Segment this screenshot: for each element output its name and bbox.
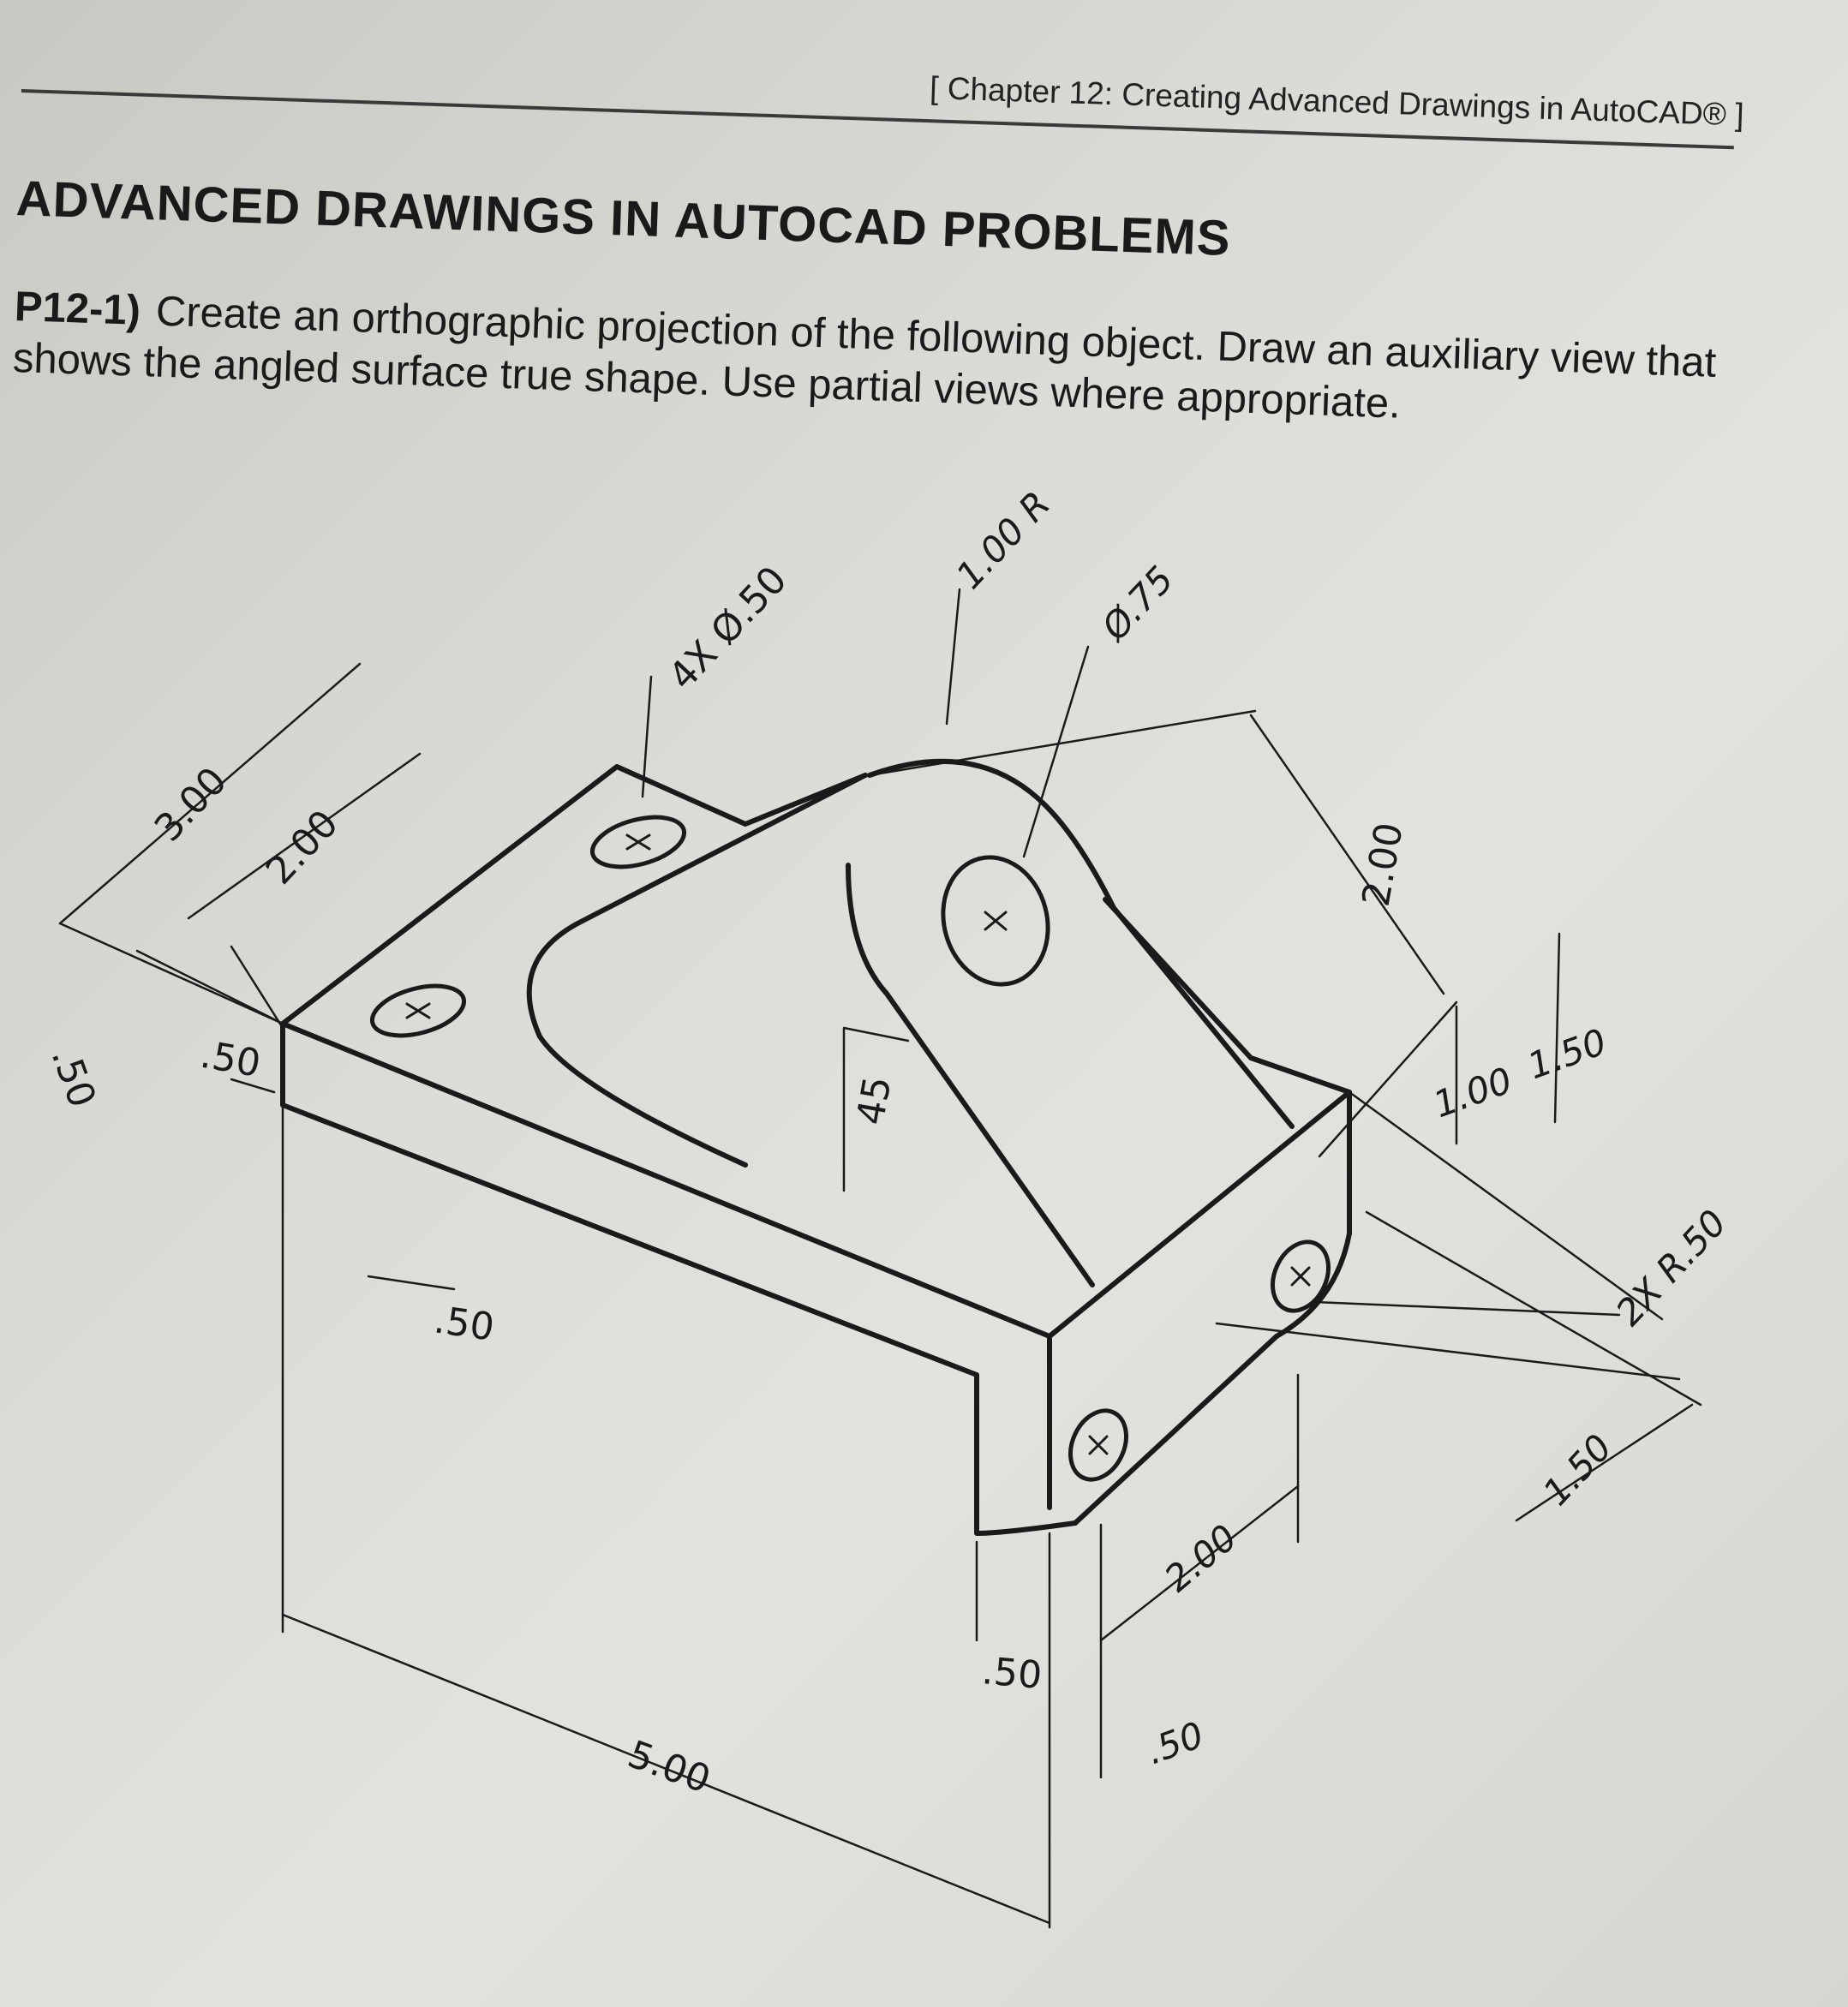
hole-top-front — [369, 983, 467, 1038]
dim-0-50-far-left: .50 — [43, 1042, 105, 1113]
hole-top-back — [589, 815, 687, 869]
object-outline — [280, 758, 1352, 1536]
dim-0-50-bottom-left: .50 — [431, 1298, 496, 1349]
hole-lug — [941, 855, 1050, 987]
dim-1-50-right: 1.50 — [1522, 1020, 1612, 1087]
dim-2x-r-0-50: 2X R.50 — [1607, 1202, 1734, 1334]
dim-0-50-left: .50 — [197, 1033, 264, 1086]
dim-45-deg: 45 — [849, 1073, 900, 1128]
dim-5-00: 5.00 — [622, 1732, 716, 1801]
dim-0-50-bottom-right: .50 — [1141, 1714, 1210, 1773]
dim-0-50-bottom-center: .50 — [980, 1649, 1044, 1698]
dim-4x-diameter: 4X Ø.50 — [661, 558, 796, 698]
hole-side-front — [1068, 1408, 1128, 1482]
dim-1-00: 1.00 — [1428, 1059, 1518, 1126]
dim-2-00-right: 2.00 — [1355, 820, 1412, 910]
dim-1-00-r: 1.00 R — [948, 483, 1058, 597]
hole-side-back — [1271, 1239, 1331, 1313]
dim-diameter-0-75: Ø.75 — [1092, 558, 1181, 650]
